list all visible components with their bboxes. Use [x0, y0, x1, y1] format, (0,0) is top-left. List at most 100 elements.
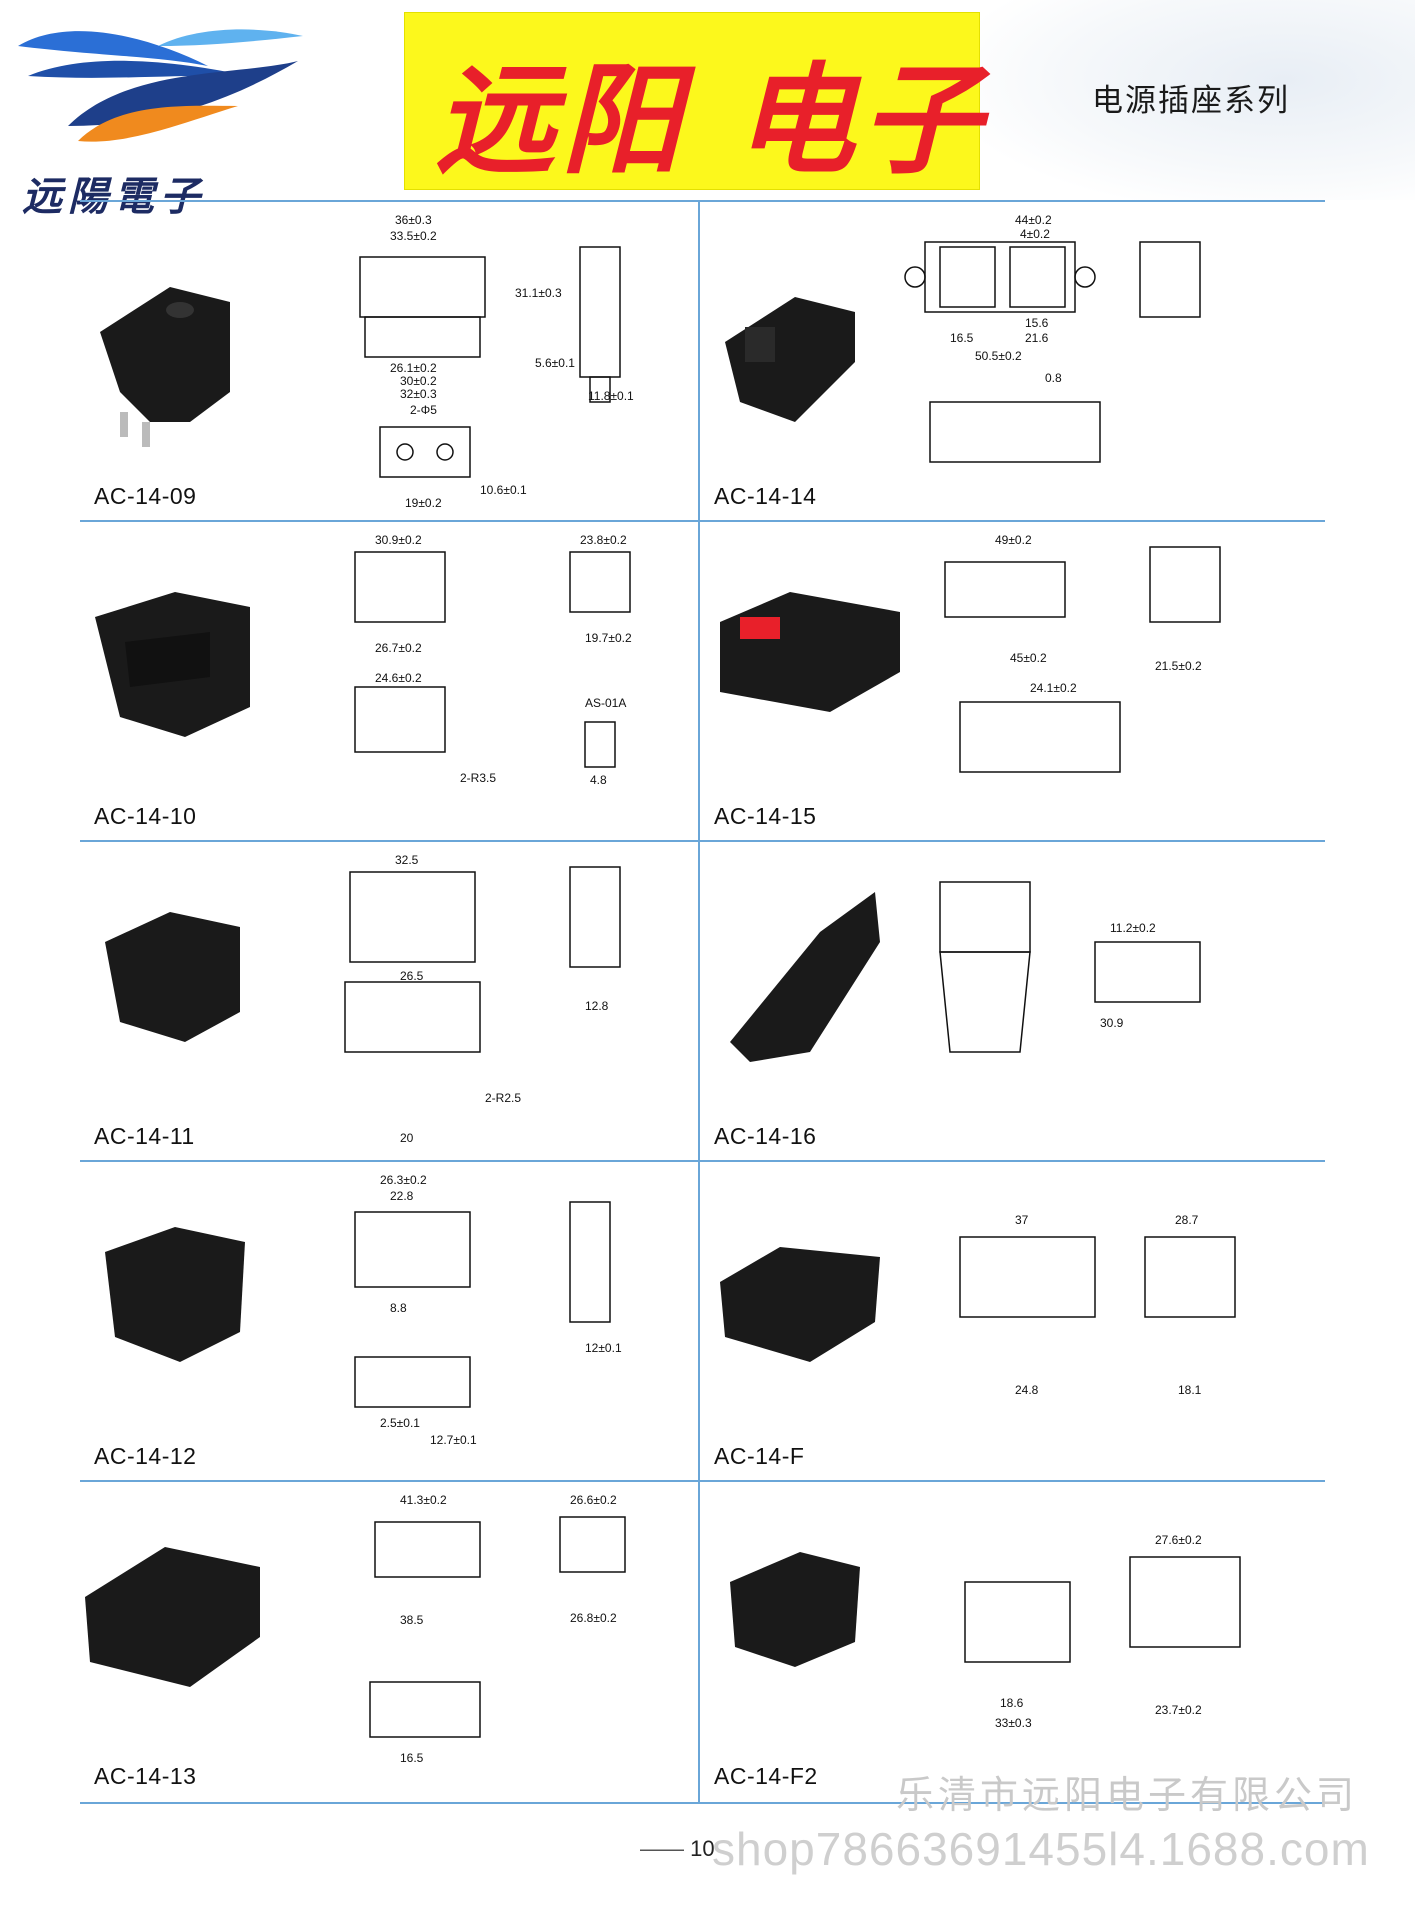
product-photo [730, 1552, 860, 1667]
dim-label: 2-R3.5 [460, 771, 496, 785]
product-photo [100, 287, 230, 447]
dim-label: 10.6±0.1 [480, 483, 527, 497]
product-photo [730, 892, 880, 1062]
product-cell: 44±0.2 4±0.2 16.5 15.6 21.6 50.5±0.2 0.8… [700, 202, 1318, 522]
dim-label: 15.6 [1025, 316, 1049, 330]
dim-label: 28.7 [1175, 1213, 1199, 1227]
watermark-company: 乐清市远阳电子有限公司 [896, 1773, 1359, 1817]
dim-label: 24.8 [1015, 1383, 1039, 1397]
dim-label: 41.3±0.2 [400, 1493, 447, 1507]
dim-label: 11.2±0.2 [1110, 921, 1156, 935]
dim-label: 12±0.1 [585, 1341, 622, 1355]
dim-label: 2-R2.5 [485, 1091, 521, 1105]
drawing-ac-14-15: 49±0.2 45±0.2 21.5±0.2 24.1±0.2 [720, 533, 1221, 773]
dim-label: 24.1±0.2 [1030, 681, 1077, 695]
product-model: AC-14-10 [94, 803, 197, 829]
product-photo [105, 912, 240, 1042]
dim-label: 26.3±0.2 [380, 1173, 427, 1187]
dim-label: 31.1±0.3 [515, 286, 562, 300]
product-model: AC-14-F2 [714, 1763, 818, 1789]
dim-label: 18.6 [1000, 1696, 1024, 1710]
grid-divider [80, 1480, 1325, 1482]
drawing-ac-14-09: 36±0.3 33.5±0.2 31.1±0.3 26.1±0.2 30±0.2… [100, 213, 634, 510]
logo-text: 远陽電子 [22, 173, 206, 220]
dim-label: 27.6±0.2 [1155, 1533, 1202, 1547]
dim-label: 50.5±0.2 [975, 349, 1022, 363]
company-logo: 远陽電子 [8, 6, 308, 220]
dim-label: 12.8 [585, 999, 609, 1013]
product-cell: 30.9±0.2 26.7±0.2 23.8±0.2 19.7±0.2 24.6… [80, 522, 698, 842]
dim-label: 32.5 [395, 853, 419, 867]
grid-divider [80, 200, 1325, 202]
dim-label: 33.5±0.2 [390, 229, 437, 243]
dim-label: 26.7±0.2 [375, 641, 422, 655]
product-model: AC-14-12 [94, 1443, 197, 1469]
product-model: AC-14-16 [714, 1123, 817, 1149]
logo-wings-icon [18, 29, 303, 142]
dim-label: 45±0.2 [1010, 651, 1047, 665]
series-label: 电源插座系列 [1092, 83, 1290, 119]
product-model: AC-14-F [714, 1443, 805, 1469]
dim-label: 44±0.2 [1015, 213, 1052, 227]
grid-divider-vertical [698, 200, 700, 1804]
dim-label: 4.8 [590, 773, 607, 787]
dim-label: 38.5 [400, 1613, 424, 1627]
dim-label: 2-Φ5 [410, 403, 437, 417]
drawing-ac-14-f2: 18.6 33±0.3 27.6±0.2 23.7±0.2 [730, 1533, 1241, 1730]
dim-label: 11.8±0.1 [588, 389, 634, 403]
dim-label: 36±0.3 [395, 213, 432, 227]
dim-label: 2.5±0.1 [380, 1416, 420, 1430]
dim-label: 30.9±0.2 [375, 533, 422, 547]
product-model: AC-14-13 [94, 1763, 197, 1789]
grid-divider [80, 840, 1325, 842]
drawing-ac-14-16: 11.2±0.2 30.9 [730, 881, 1201, 1062]
dim-label: 21.5±0.2 [1155, 659, 1202, 673]
dim-label: 26.5 [400, 969, 424, 983]
drawing-ac-14-10: 30.9±0.2 26.7±0.2 23.8±0.2 19.7±0.2 24.6… [95, 533, 632, 787]
product-cell: 49±0.2 45±0.2 21.5±0.2 24.1±0.2 AC-14-15 [700, 522, 1318, 842]
dim-label: 33±0.3 [995, 1716, 1032, 1730]
dim-label: 5.6±0.1 [535, 356, 575, 370]
dim-label: 19.7±0.2 [585, 631, 632, 645]
title-banner: 远阳 电子 [404, 12, 981, 191]
dim-label: 23.7±0.2 [1155, 1703, 1202, 1717]
product-model: AC-14-09 [94, 483, 197, 509]
dim-label: 24.6±0.2 [375, 671, 422, 685]
drawing-ac-14-f: 37 24.8 28.7 18.1 [720, 1213, 1236, 1397]
product-cell: 11.2±0.2 30.9 AC-14-16 [700, 842, 1318, 1162]
product-photo [105, 1227, 245, 1362]
dim-label: 19±0.2 [405, 496, 442, 510]
product-photo [85, 1547, 260, 1687]
dim-label: AS-01A [585, 696, 626, 710]
dim-label: 26.8±0.2 [570, 1611, 617, 1625]
product-grid: 36±0.3 33.5±0.2 31.1±0.3 26.1±0.2 30±0.2… [80, 200, 1325, 1804]
dim-label: 23.8±0.2 [580, 533, 627, 547]
grid-divider [80, 1802, 1325, 1804]
dim-label: 22.8 [390, 1189, 414, 1203]
dim-label: 26.6±0.2 [570, 1493, 617, 1507]
product-cell: 18.6 33±0.3 27.6±0.2 23.7±0.2 AC-14-F2 [700, 1482, 1318, 1802]
dim-label: 49±0.2 [995, 533, 1032, 547]
dim-label: 30±0.2 [400, 374, 437, 388]
dim-label: 37 [1015, 1213, 1029, 1227]
drawing-ac-14-11: 32.5 26.5 12.8 20 2-R2.5 [105, 853, 621, 1145]
product-cell: 41.3±0.2 38.5 26.6±0.2 26.8±0.2 16.5 AC-… [80, 1482, 698, 1802]
product-cell: 36±0.3 33.5±0.2 31.1±0.3 26.1±0.2 30±0.2… [80, 202, 698, 522]
page-number: 10 [640, 1836, 714, 1862]
dim-label: 20 [400, 1131, 414, 1145]
dim-label: 18.1 [1178, 1383, 1202, 1397]
dim-label: 4±0.2 [1020, 227, 1050, 241]
header-background [980, 0, 1415, 200]
drawing-ac-14-14: 44±0.2 4±0.2 16.5 15.6 21.6 50.5±0.2 0.8 [725, 213, 1201, 463]
product-photo [725, 297, 855, 422]
product-model: AC-14-11 [94, 1123, 195, 1149]
page-title: 远阳 电子 [435, 52, 987, 191]
product-model: AC-14-15 [714, 803, 817, 829]
watermark-url: shop78663691455l4.1688.com [712, 1823, 1370, 1875]
drawing-ac-14-12: 26.3±0.2 22.8 8.8 12±0.1 2.5±0.1 12.7±0.… [105, 1173, 622, 1447]
grid-divider [80, 520, 1325, 522]
dim-label: 32±0.3 [400, 387, 437, 401]
product-photo [720, 592, 900, 712]
dim-label: 21.6 [1025, 331, 1049, 345]
product-photo [720, 1247, 880, 1362]
